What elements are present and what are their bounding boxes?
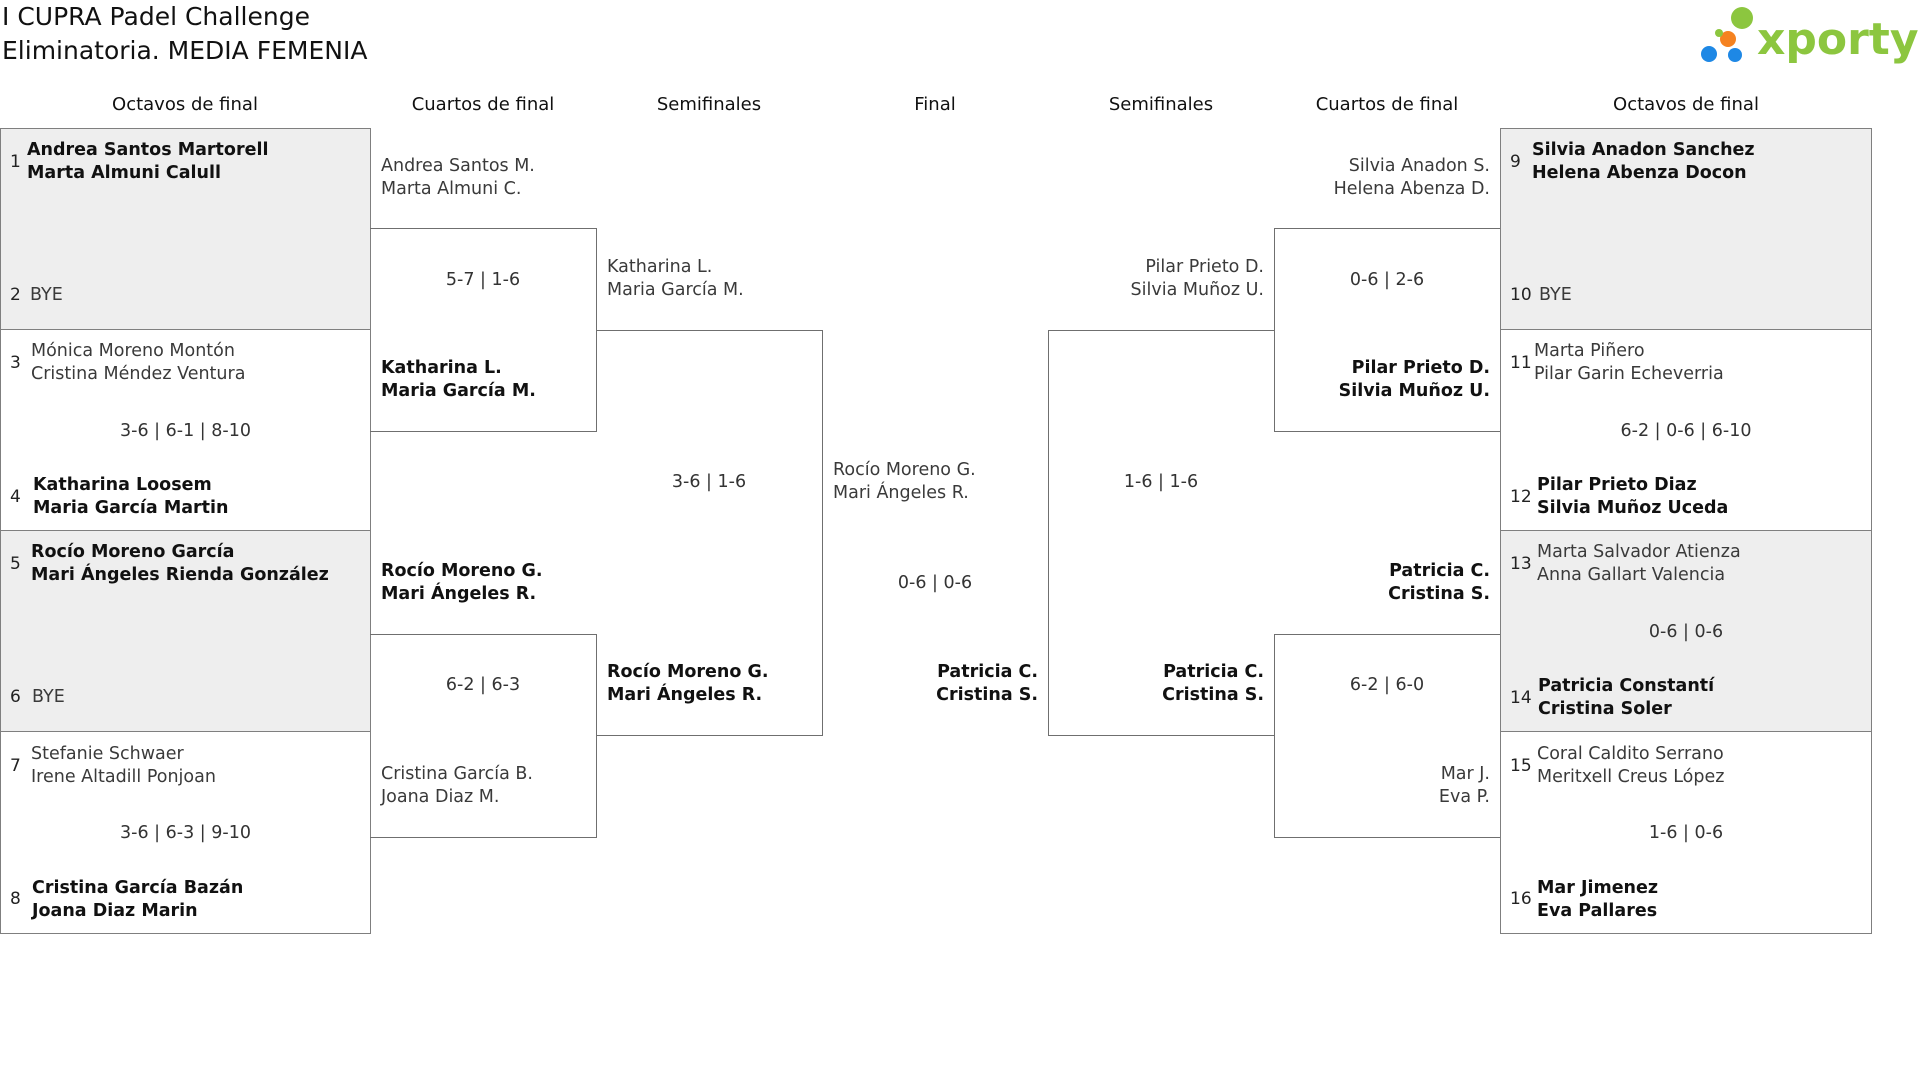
match-score: 0-6 | 2-6: [1349, 270, 1425, 290]
seed-number: 7: [10, 756, 21, 776]
team-name: Andrea Santos M.Marta Almuni C.: [381, 156, 535, 199]
cuartos-bracket-3: [1274, 228, 1501, 432]
cuartos-bracket-4: [1274, 634, 1501, 838]
team-name: Rocío Moreno G.Mari Ángeles R.: [607, 662, 769, 705]
match-score: 3-6 | 6-1 | 8-10: [120, 421, 251, 441]
team-name: Katharina L.Maria García M.: [607, 257, 744, 300]
header-final: Final: [914, 94, 956, 115]
seed-number: 1: [10, 152, 21, 172]
team-name: Patricia C.Cristina S.: [1388, 561, 1490, 604]
team-name: Rocío Moreno G.Mari Ángeles R.: [381, 561, 543, 604]
team-name: Pilar Prieto D.Silvia Muñoz U.: [1338, 358, 1490, 401]
xporty-logo[interactable]: xporty: [1695, 4, 1920, 74]
match-score: 6-2 | 0-6 | 6-10: [1620, 421, 1752, 441]
match-score: 1-6 | 0-6: [1648, 823, 1724, 843]
header-octavos-right: Octavos de final: [1613, 94, 1759, 115]
cuartos-bracket-2: [370, 634, 597, 838]
seed-number: 4: [10, 487, 21, 507]
seed-number: 16: [1510, 889, 1532, 909]
seed-number: 14: [1510, 688, 1532, 708]
match-score: 3-6 | 6-3 | 9-10: [120, 823, 251, 843]
seed-number: 15: [1510, 756, 1532, 776]
match-score: 6-2 | 6-0: [1349, 675, 1425, 695]
tournament-title: I CUPRA Padel Challenge: [2, 2, 310, 31]
match-score: 6-2 | 6-3: [445, 675, 521, 695]
team-name: Pilar Prieto D.Silvia Muñoz U.: [1130, 257, 1264, 300]
team-name: Patricia C.Cristina S.: [1162, 662, 1264, 705]
header-semis-right: Semifinales: [1108, 94, 1214, 115]
seed-number: 10: [1510, 285, 1532, 305]
octavos-match-13[interactable]: [1500, 530, 1872, 732]
seed-number: 6: [10, 687, 21, 707]
match-score: 1-6 | 1-6: [1123, 472, 1199, 492]
team-name: Cristina García B.Joana Diaz M.: [381, 764, 533, 807]
header-octavos-left: Octavos de final: [112, 94, 258, 115]
team-name: BYE: [30, 285, 63, 305]
team-name: BYE: [32, 687, 65, 707]
team-name: Mar J.Eva P.: [1438, 764, 1490, 807]
semis-bracket-right: [1048, 330, 1275, 736]
team-name: Silvia Anadon S.Helena Abenza D.: [1333, 156, 1490, 199]
team-name: BYE: [1539, 285, 1572, 305]
seed-number: 2: [10, 285, 21, 305]
seed-number: 3: [10, 353, 21, 373]
octavos-match-1[interactable]: [0, 128, 371, 330]
seed-number: 5: [10, 554, 21, 574]
match-score: 0-6 | 0-6: [1648, 622, 1724, 642]
seed-number: 13: [1510, 554, 1532, 574]
seed-number: 8: [10, 889, 21, 909]
semis-bracket-left: [596, 330, 823, 736]
match-score: 5-7 | 1-6: [445, 270, 521, 290]
team-name: Rocío Moreno G.Mari Ángeles R.: [833, 460, 976, 503]
octavos-match-4[interactable]: [0, 731, 371, 934]
header-cuartos-right: Cuartos de final: [1315, 94, 1459, 115]
team-name: Katharina L.Maria García M.: [381, 358, 536, 401]
draw-subtitle: Eliminatoria. MEDIA FEMENIA: [2, 36, 368, 65]
match-score: 3-6 | 1-6: [671, 472, 747, 492]
seed-number: 9: [1510, 152, 1521, 172]
xporty-logo-icon: xporty: [1701, 7, 1919, 65]
xporty-logo-text: xporty: [1757, 14, 1919, 65]
seed-number: 12: [1510, 487, 1532, 507]
seed-number: 11: [1510, 353, 1532, 373]
final-score: 0-6 | 0-6: [897, 573, 973, 593]
header-cuartos-left: Cuartos de final: [411, 94, 555, 115]
team-name: Patricia C.Cristina S.: [936, 662, 1038, 705]
header-semis-left: Semifinales: [656, 94, 762, 115]
octavos-match-15[interactable]: [1500, 731, 1872, 934]
